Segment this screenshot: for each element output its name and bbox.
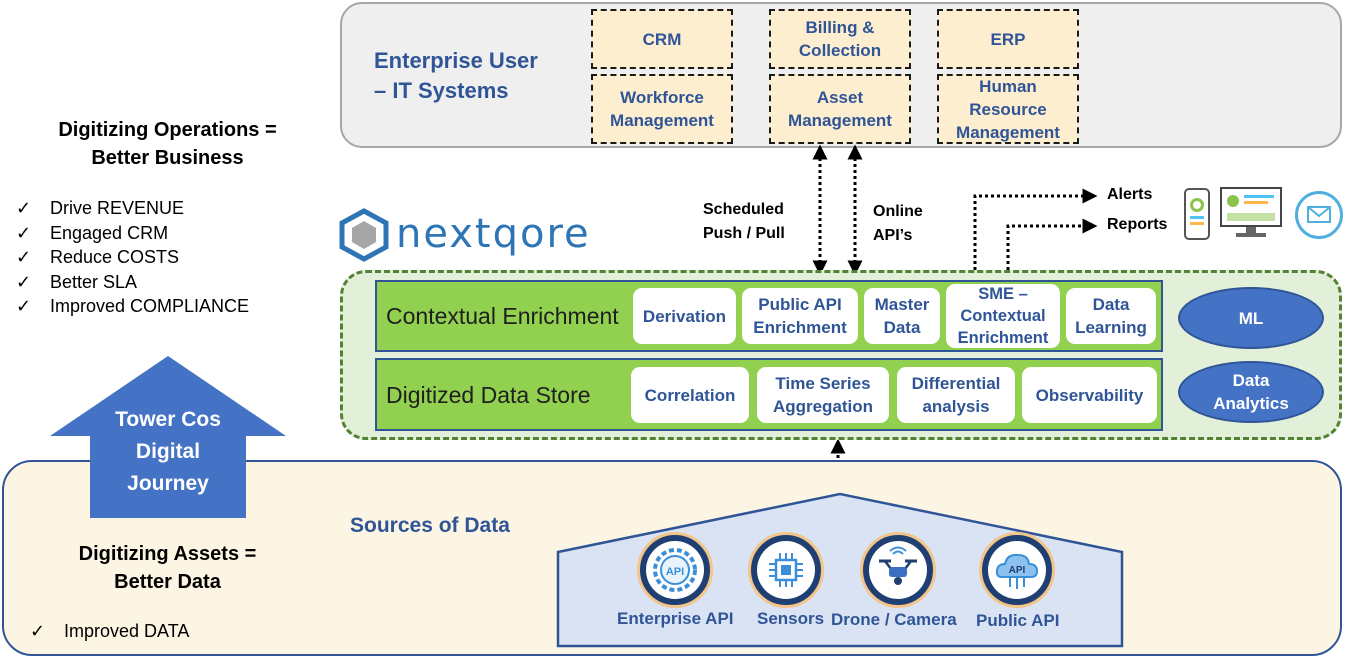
hexagon-logo-icon bbox=[339, 208, 389, 262]
check-icon: ✓ bbox=[16, 222, 32, 243]
sources-title: Sources of Data bbox=[350, 514, 510, 537]
system-crm: CRM bbox=[591, 9, 733, 69]
logo-wordmark: nextqore bbox=[396, 211, 591, 257]
bullet-item: ✓Engaged CRM bbox=[16, 221, 249, 246]
alerts-arrow bbox=[973, 188, 1098, 270]
operations-bullets: ✓Drive REVENUE ✓Engaged CRM ✓Reduce COST… bbox=[16, 196, 249, 319]
journey-arrow-icon bbox=[50, 356, 286, 518]
source-label-public-api: Public API bbox=[976, 611, 1060, 630]
source-label-enterprise-api: Enterprise API bbox=[617, 609, 734, 628]
svg-text:API: API bbox=[1009, 565, 1026, 576]
chip-time-series-aggregation: Time Series Aggregation bbox=[757, 367, 889, 423]
ml-ellipse: ML bbox=[1178, 287, 1324, 349]
operations-heading: Digitizing Operations = Better Business bbox=[58, 119, 277, 169]
nextqore-logo: nextqore bbox=[338, 208, 638, 262]
assets-heading: Digitizing Assets = Better Data bbox=[78, 543, 257, 593]
cloud-api-icon: API bbox=[979, 532, 1055, 608]
enterprise-title: Enterprise User – IT Systems bbox=[374, 48, 538, 103]
chip-icon bbox=[748, 532, 824, 608]
svg-text:API: API bbox=[666, 566, 684, 578]
system-billing: Billing & Collection bbox=[769, 9, 911, 69]
drone-icon bbox=[860, 532, 936, 608]
chip-derivation: Derivation bbox=[633, 288, 736, 344]
chip-public-api-enrichment: Public API Enrichment bbox=[742, 288, 858, 344]
check-icon: ✓ bbox=[16, 296, 32, 316]
bullet-item: ✓Reduce COSTS bbox=[16, 245, 249, 270]
api-gear-icon: API bbox=[637, 532, 713, 608]
digitized-data-store-label: Digitized Data Store bbox=[386, 382, 591, 408]
system-hr: Human Resource Management bbox=[937, 74, 1079, 144]
check-icon: ✓ bbox=[30, 621, 46, 641]
chip-observability: Observability bbox=[1022, 367, 1157, 423]
chip-correlation: Correlation bbox=[631, 367, 749, 423]
data-analytics-ellipse: Data Analytics bbox=[1178, 361, 1324, 423]
alerts-label: Alerts bbox=[1107, 186, 1153, 203]
check-icon: ✓ bbox=[16, 247, 32, 267]
sources-house bbox=[556, 492, 1124, 648]
system-asset: Asset Management bbox=[769, 74, 911, 144]
bullet-item: ✓Improved DATA bbox=[30, 619, 189, 644]
reports-arrow bbox=[1006, 218, 1098, 270]
desktop-monitor-icon bbox=[1220, 187, 1282, 239]
mobile-phone-icon bbox=[1184, 188, 1210, 240]
bullet-item: ✓Improved COMPLIANCE bbox=[16, 294, 249, 319]
journey-label: Tower Cos Digital Journey bbox=[115, 408, 221, 495]
chip-data-learning: Data Learning bbox=[1066, 288, 1156, 344]
chip-differential-analysis: Differential analysis bbox=[897, 367, 1015, 423]
bullet-item: ✓Better SLA bbox=[16, 270, 249, 295]
system-workforce: Workforce Management bbox=[591, 74, 733, 144]
bullet-item: ✓Drive REVENUE bbox=[16, 196, 249, 221]
check-icon: ✓ bbox=[16, 198, 32, 218]
email-icon bbox=[1295, 191, 1343, 239]
system-erp: ERP bbox=[937, 9, 1079, 69]
reports-label: Reports bbox=[1107, 216, 1168, 233]
scheduled-label: Scheduled Push / Pull bbox=[703, 201, 785, 242]
chip-master-data: Master Data bbox=[864, 288, 940, 344]
assets-bullets: ✓Improved DATA bbox=[30, 619, 189, 644]
chip-sme-enrichment: SME – Contextual Enrichment bbox=[946, 284, 1060, 348]
source-label-drone-camera: Drone / Camera bbox=[831, 610, 957, 629]
source-label-sensors: Sensors bbox=[757, 609, 825, 628]
online-label: Online API’s bbox=[873, 203, 923, 244]
contextual-enrichment-label: Contextual Enrichment bbox=[386, 303, 619, 329]
check-icon: ✓ bbox=[16, 271, 32, 292]
